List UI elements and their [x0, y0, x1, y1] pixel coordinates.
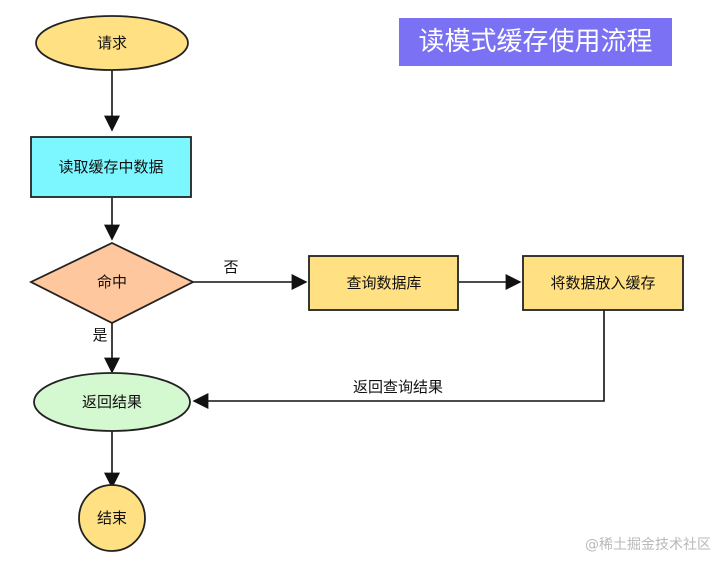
node-hit-decision	[28, 242, 196, 325]
node-request-label: 请求	[97, 34, 127, 52]
edge-label-return-query-result: 返回查询结果	[353, 378, 443, 396]
edge-put-cache-to-return-result	[192, 310, 605, 409]
diagram-title: 读模式缓存使用流程	[399, 18, 672, 66]
node-request	[35, 15, 189, 71]
node-end-label: 结束	[97, 509, 127, 527]
node-end	[78, 484, 146, 552]
edge-label-no: 否	[223, 258, 238, 276]
node-read-cache	[30, 136, 192, 198]
node-put-cache	[522, 255, 684, 311]
node-read-cache-label: 读取缓存中数据	[58, 158, 163, 176]
watermark: @稀土掘金技术社区	[585, 537, 711, 553]
node-hit-label: 命中	[97, 273, 127, 291]
node-return-result-label: 返回结果	[82, 393, 142, 411]
node-return-result	[33, 372, 191, 432]
node-query-db	[308, 255, 459, 311]
edge-label-yes: 是	[92, 326, 107, 344]
node-put-cache-label: 将数据放入缓存	[550, 274, 655, 292]
node-query-db-label: 查询数据库	[346, 274, 421, 292]
